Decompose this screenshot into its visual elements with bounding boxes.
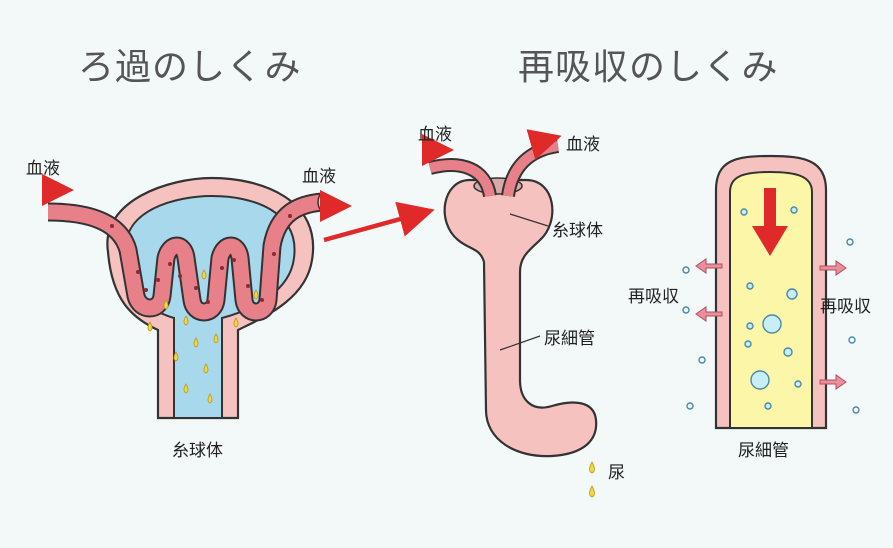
label-urine: 尿 bbox=[608, 458, 625, 483]
label-blood-in-2: 血液 bbox=[418, 120, 452, 145]
urine-drops bbox=[590, 462, 595, 497]
label-blood-out-2: 血液 bbox=[566, 130, 600, 155]
transition-arrow bbox=[324, 212, 426, 240]
label-glomerulus: 糸球体 bbox=[172, 436, 223, 461]
label-reabsorb-left: 再吸収 bbox=[628, 282, 679, 307]
label-tubule: 尿細管 bbox=[544, 324, 595, 349]
nephron bbox=[430, 146, 596, 456]
label-blood-out: 血液 bbox=[302, 162, 336, 187]
label-glomerulus-2: 糸球体 bbox=[552, 216, 603, 241]
label-reabsorb-right: 再吸収 bbox=[820, 292, 871, 317]
label-blood-in: 血液 bbox=[26, 154, 60, 179]
label-tubule-2: 尿細管 bbox=[738, 436, 789, 461]
